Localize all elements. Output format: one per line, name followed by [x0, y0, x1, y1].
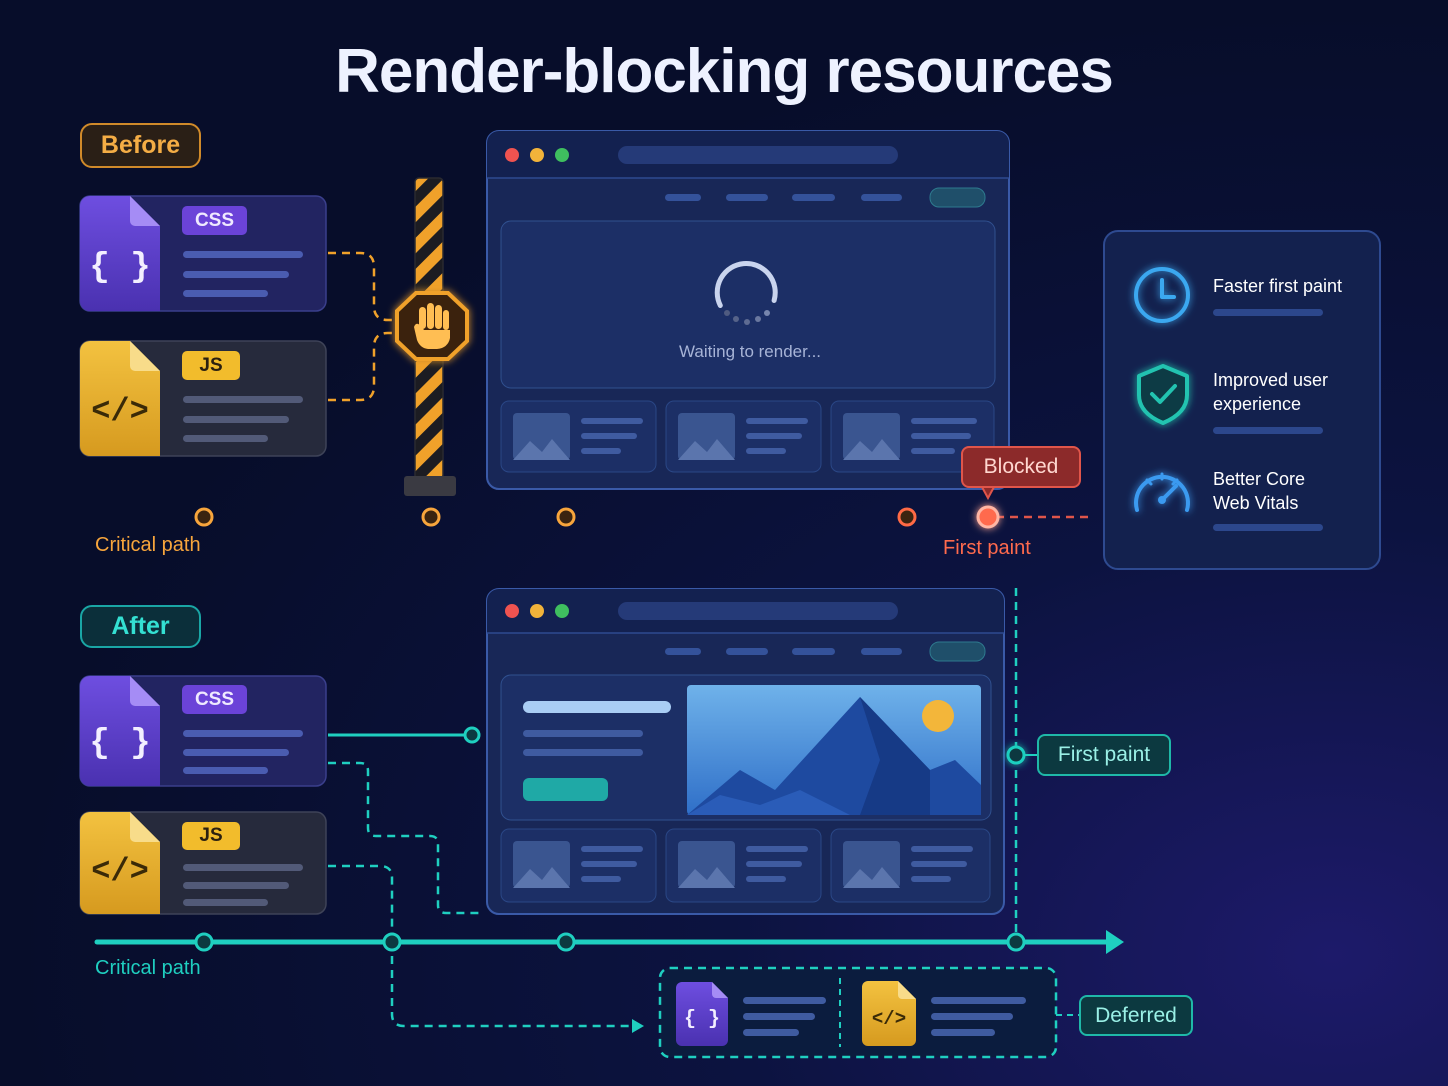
- before-first-paint-marker: [976, 505, 1000, 529]
- after-js-tag: JS: [182, 822, 240, 850]
- before-badge: Before: [80, 123, 201, 168]
- deferred-label: Deferred: [1079, 995, 1193, 1036]
- js-code-icon: </>: [91, 393, 149, 430]
- before-js-tag: JS: [182, 351, 240, 380]
- blocked-label: Blocked: [961, 446, 1081, 488]
- after-css-node: [463, 726, 481, 744]
- after-css-file-card: [79, 675, 327, 787]
- page-title: Render-blocking resources: [335, 37, 1114, 106]
- after-first-paint-marker: [1006, 745, 1026, 765]
- blocked-pointer: [980, 486, 996, 501]
- before-critical-path-label: Critical path: [95, 534, 201, 556]
- deferred-arrowhead: [632, 1019, 644, 1033]
- benefit-core-web-vitals: Better Core Web Vitals: [1213, 469, 1306, 513]
- before-content-cards: [500, 400, 995, 473]
- after-content-cards: [500, 828, 991, 903]
- css-braces-icon: { }: [89, 725, 150, 763]
- maximize-dot-icon: [555, 604, 569, 618]
- close-dot-icon: [505, 148, 519, 162]
- before-first-paint-label: First paint: [943, 537, 1031, 559]
- after-badge: After: [80, 605, 201, 648]
- waiting-to-render-text: Waiting to render...: [678, 342, 822, 361]
- before-css-file-card: [79, 195, 327, 312]
- deferred-files-box: [658, 966, 1079, 1059]
- clock-icon: [1134, 267, 1190, 323]
- minimize-dot-icon: [530, 148, 544, 162]
- before-critical-path-line: [94, 505, 1092, 529]
- close-dot-icon: [505, 604, 519, 618]
- js-code-icon: </>: [91, 853, 149, 890]
- after-js-file-card: [79, 811, 327, 915]
- stop-hand-icon: [395, 291, 469, 361]
- benefit-improved-ux: Improved user experience: [1213, 370, 1329, 414]
- benefit-faster-first-paint: Faster first paint: [1213, 276, 1343, 296]
- after-first-paint-label: First paint: [1037, 734, 1171, 776]
- minimize-dot-icon: [530, 604, 544, 618]
- mountain-image-icon: [687, 685, 981, 815]
- after-critical-path-label: Critical path: [95, 957, 201, 979]
- after-critical-path-line: [94, 930, 1124, 954]
- css-braces-icon: { }: [89, 249, 150, 287]
- maximize-dot-icon: [555, 148, 569, 162]
- shield-check-icon: [1137, 364, 1189, 425]
- benefits-panel: [1103, 230, 1381, 570]
- after-css-tag: CSS: [182, 685, 247, 714]
- deferred-js-code-icon: </>: [872, 1008, 906, 1030]
- speedometer-icon: [1134, 472, 1190, 512]
- deferred-css-braces-icon: { }: [684, 1008, 720, 1031]
- before-css-tag: CSS: [182, 206, 247, 235]
- loading-spinner-icon: [714, 261, 778, 325]
- after-connectors: [328, 588, 1018, 1028]
- before-connectors: [328, 251, 400, 402]
- after-browser-window: [486, 588, 1005, 915]
- before-js-file-card: [79, 340, 327, 457]
- before-browser-window: [486, 130, 1010, 490]
- arrowhead-icon: [1106, 930, 1124, 954]
